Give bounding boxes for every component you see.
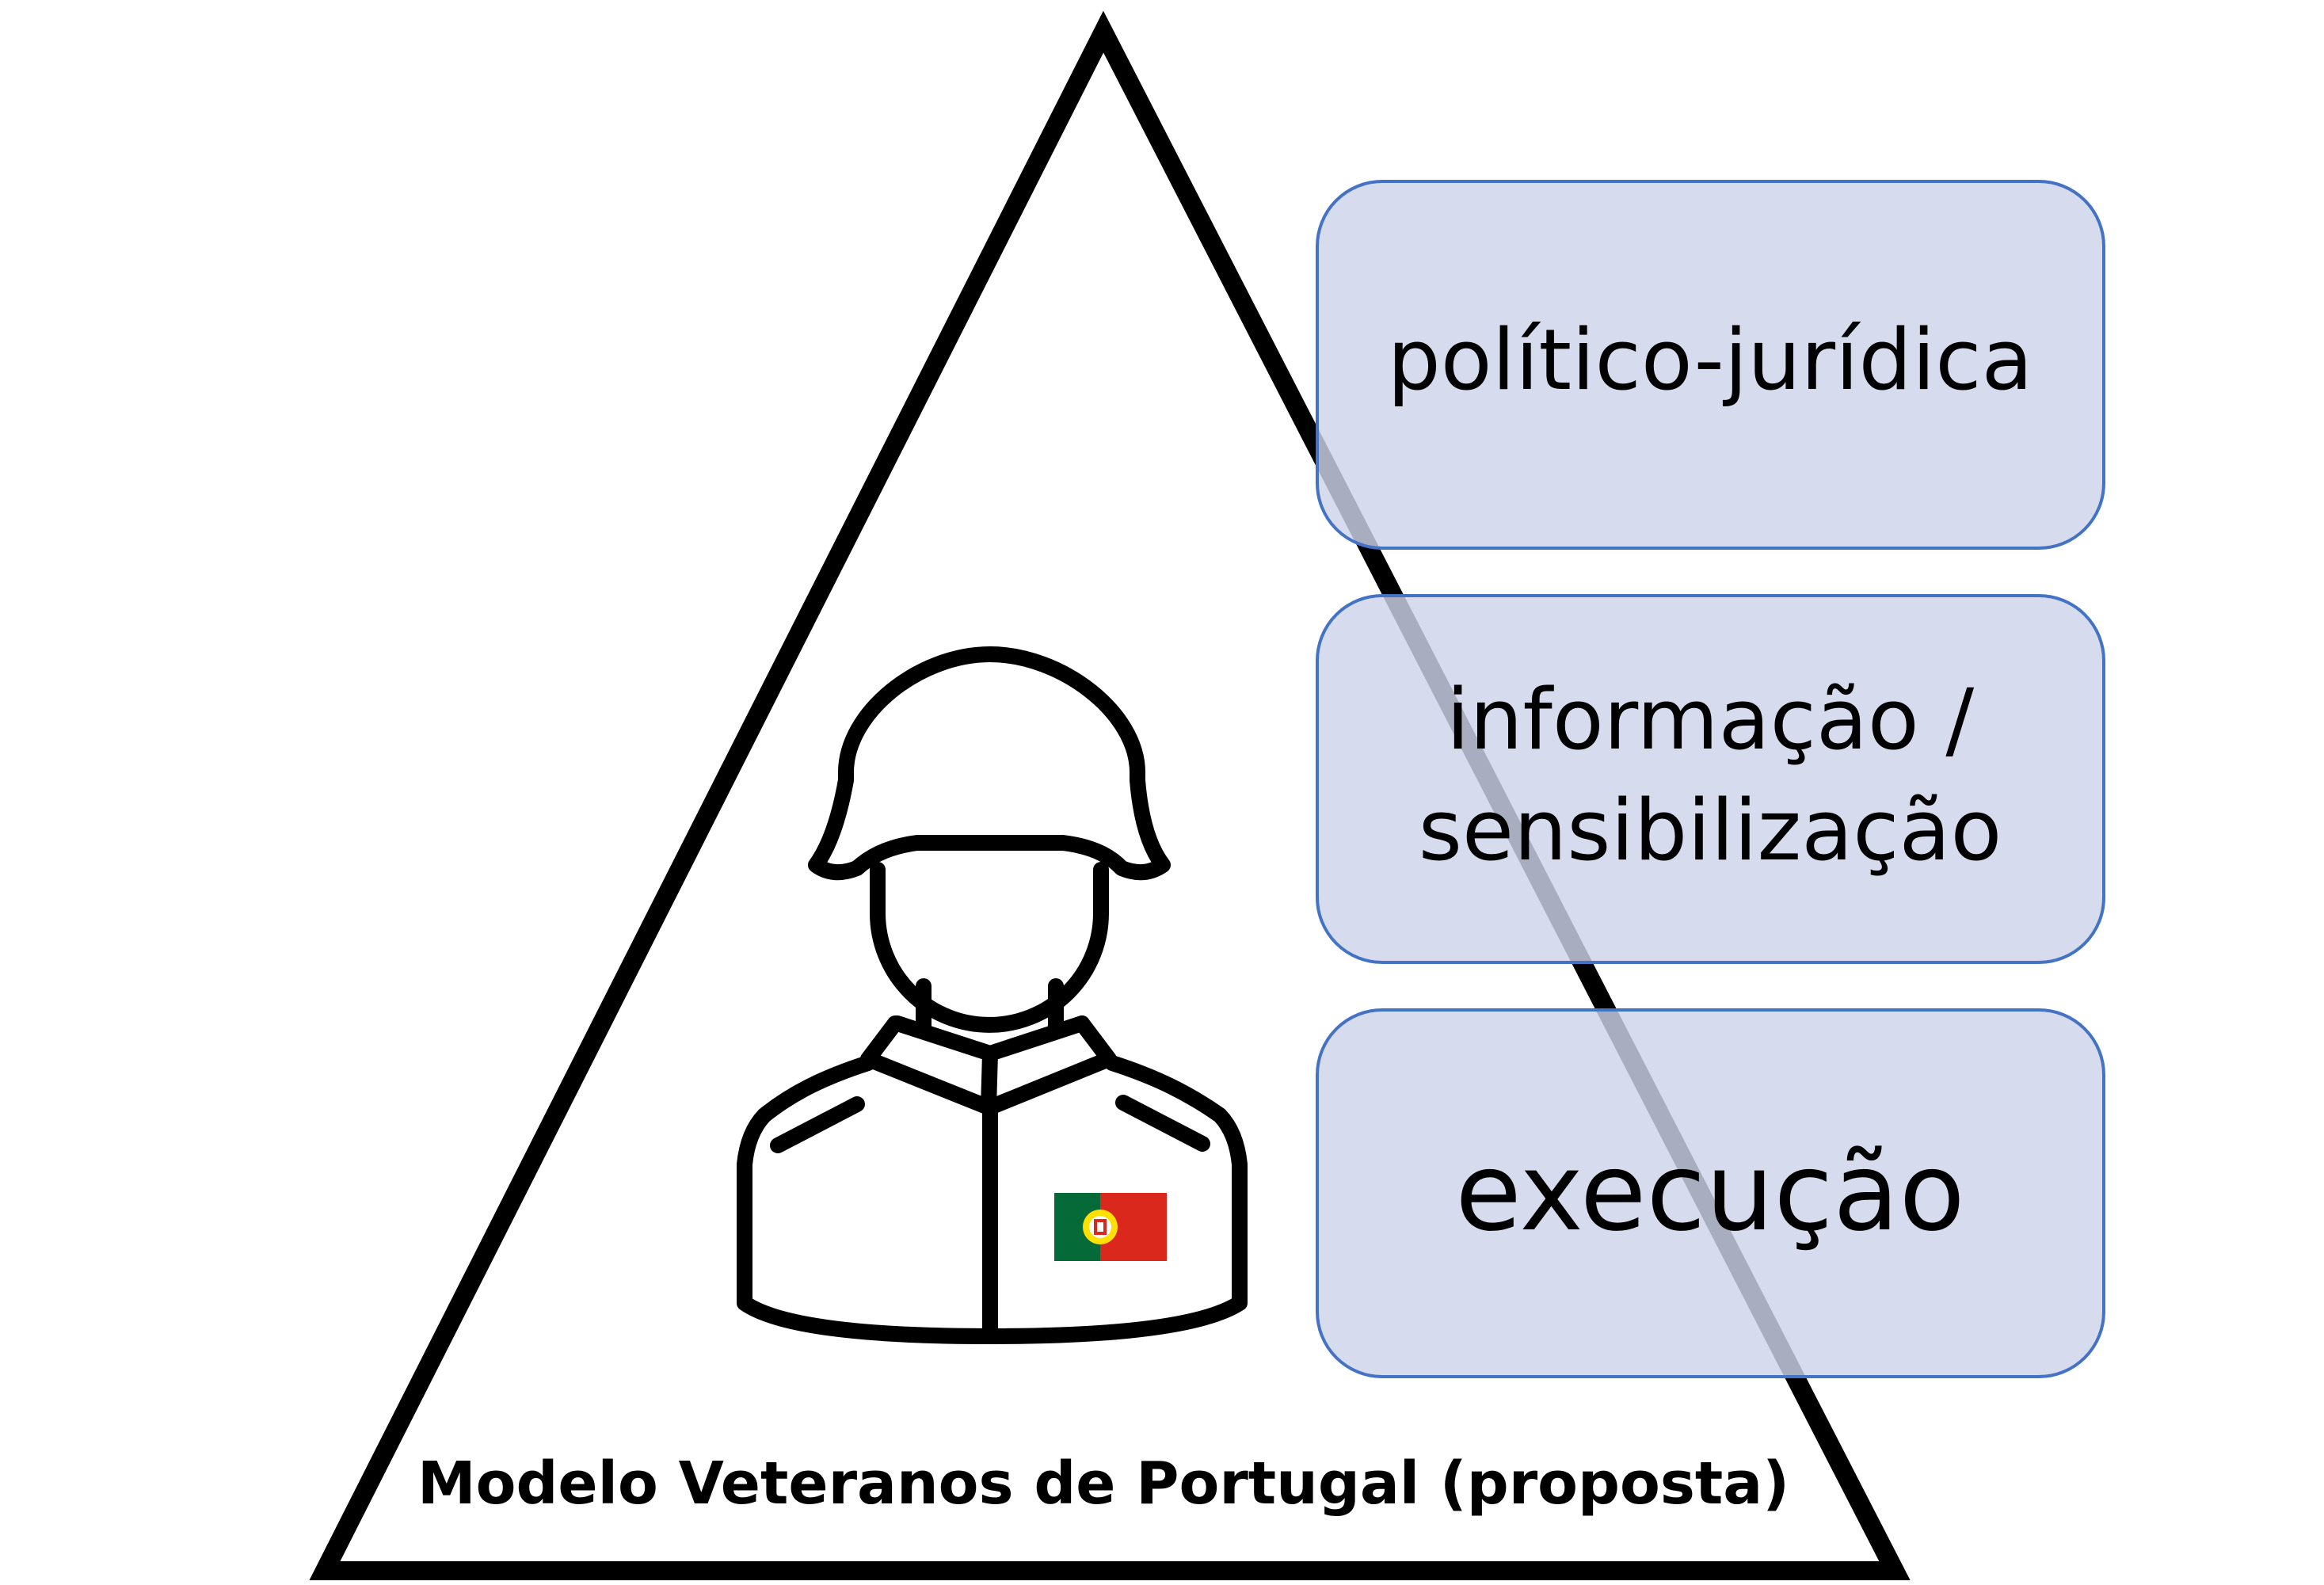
portugal-flag-icon: [1054, 1193, 1167, 1261]
box-political-juridical-label: político-jurídica: [1387, 311, 2033, 409]
box-political-juridical: político-jurídica: [1316, 180, 2105, 550]
box-execution-label: execução: [1455, 1130, 1965, 1255]
box-information-awareness: informação / sensibilização: [1316, 594, 2105, 964]
box-execution: execução: [1316, 1008, 2105, 1378]
diagram-caption: Modelo Veteranos de Portugal (proposta): [417, 1450, 1789, 1518]
box-information-awareness-line1: informação /: [1446, 671, 1975, 768]
soldier-icon: [737, 646, 1248, 1344]
box-information-awareness-line2: sensibilização: [1419, 782, 2002, 879]
